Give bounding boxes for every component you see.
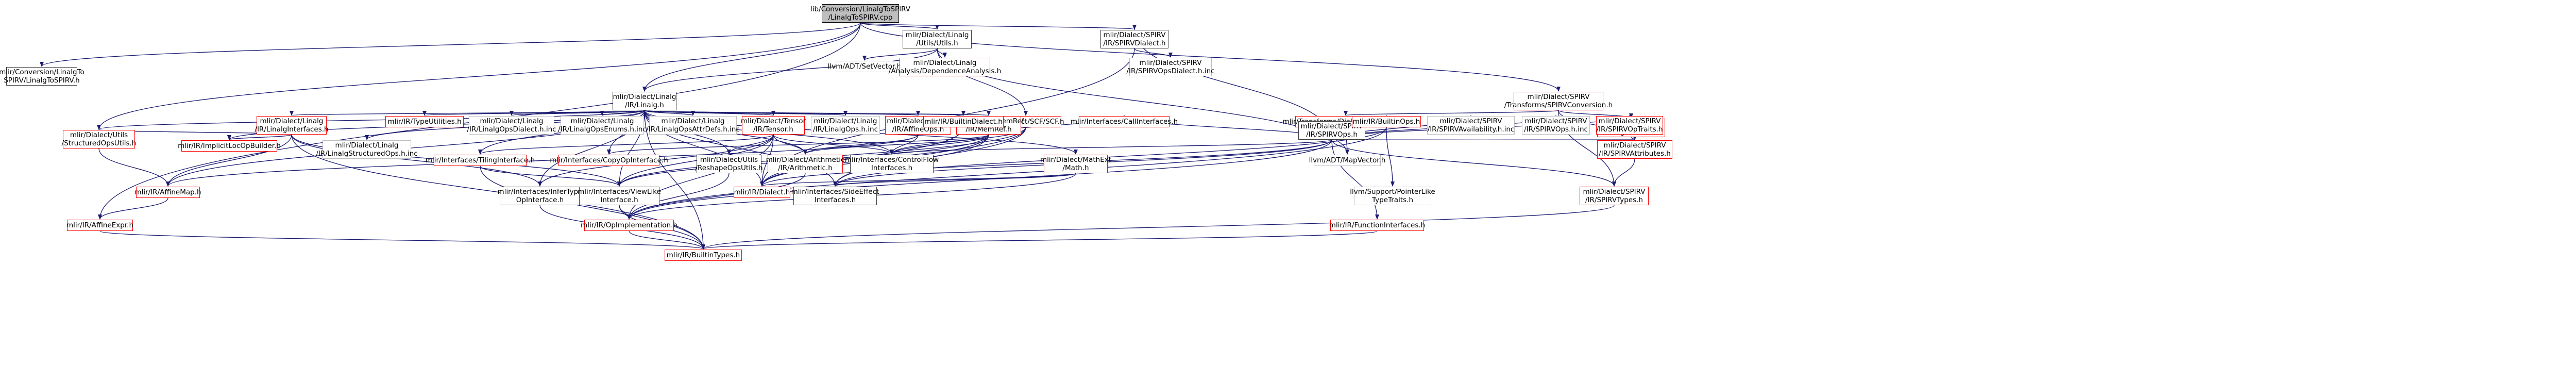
node-linalgtospirv-h[interactable]: mlir/Conversion/LinalgTo SPIRV/LinalgToS… [0, 67, 84, 86]
edge-node-arithmetic-h-to-node-opimplementation-h [627, 173, 806, 220]
node-builtintypes-h[interactable]: mlir/IR/BuiltinTypes.h [665, 250, 742, 261]
node-builtindialect-primary[interactable]: mlir/IR/BuiltinDialect.h [923, 116, 1004, 127]
node-pointerliketypetraits-h[interactable]: llvm/Support/PointerLike TypeTraits.h [1350, 187, 1435, 205]
edge-node-root-linalgtospirv-cpp-to-node-structured-opsutils-h [97, 22, 861, 130]
node-structured-opsutils-h[interactable]: mlir/Dialect/Utils /StructuredOpsUtils.h [61, 130, 137, 148]
edge-node-spirvops-h-to-node-controlflow-h [890, 139, 1332, 155]
node-spirv-ops-inc[interactable]: mlir/Dialect/SPIRV /IR/SPIRVOps.h.inc [1522, 116, 1590, 135]
node-implicitlocopbuilder-h[interactable]: mlir/IR/ImplicitLocOpBuilder.h [178, 140, 281, 152]
edge-node-root-linalgtospirv-cpp-to-node-spirv-dialect-h [860, 22, 1137, 30]
node-infertypeopinterface-h[interactable]: mlir/Interfaces/InferType OpInterface.h [497, 187, 583, 205]
node-copyopinterface-h[interactable]: mlir/Interfaces/CopyOpInterface.h [550, 155, 668, 166]
node-spirv-optraits-shown[interactable]: mlir/Dialect/SPIRV /IR/SPIRVOpTraits.h [1596, 116, 1663, 135]
node-linalg-ops-inc[interactable]: mlir/Dialect/Linalg /IR/LinalgOps.h.inc [811, 116, 880, 135]
node-spirv-availability-inc[interactable]: mlir/Dialect/SPIRV /IR/SPIRVAvailability… [1427, 116, 1515, 135]
node-arithmetic-h[interactable]: mlir/Dialect/Arithmetic /IR/Arithmetic.h [766, 155, 845, 173]
edge-node-tensor-h-to-node-reshapeopsutils-h [727, 134, 774, 155]
edge-node-linalg-utils-h-to-node-setvector-h [862, 48, 938, 61]
edge-node-spirvtypes-h-to-node-builtintypes-h [701, 205, 1615, 250]
node-linalg-opsenums-inc[interactable]: mlir/Dialect/Linalg /IR/LinalgOpsEnums.h… [558, 116, 647, 135]
edge-node-spirvattributes-h-to-node-spirvtypes-h [1612, 158, 1635, 187]
node-linalg-h[interactable]: mlir/Dialect/Linalg /IR/Linalg.h [613, 92, 676, 110]
edge-node-linalg-h-to-node-linalg-opsattrdefs-inc [644, 110, 695, 116]
edge-node-linalg-interfaces-h-to-node-infertypeopinterface-h [291, 134, 542, 187]
node-math-h[interactable]: mlir/Dialect/MathExt /Math.h [1040, 155, 1112, 173]
node-dialect-h[interactable]: mlir/IR/Dialect.h [734, 187, 790, 198]
node-spirv-conversion-h[interactable]: mlir/Dialect/SPIRV /Transforms/SPIRVConv… [1504, 92, 1613, 110]
edge-node-structured-opsutils-h-to-node-affinemap-h [98, 148, 170, 187]
node-root-linalgtospirv-cpp[interactable]: lib/Conversion/LinalgToSPIRV /LinalgToSP… [810, 4, 911, 23]
node-linalg-structured-ops-inc[interactable]: mlir/Dialect/Linalg /IR/LinalgStructured… [316, 140, 418, 159]
edge-node-reshapeopsutils-h-to-node-opimplementation-h [627, 173, 730, 220]
edge-node-builtinops-h-to-node-opimplementation-h [627, 127, 1387, 220]
edge-node-tensor-h-to-node-tilinginterface-h [478, 134, 774, 155]
edge-node-math-h-to-node-sideeffectinterfaces-h [833, 173, 1076, 187]
node-reshapeopsutils-h[interactable]: mlir/Dialect/Utils /ReshapeOpsUtils.h [695, 155, 763, 173]
node-linalg-utils-h[interactable]: mlir/Dialect/Linalg /Utils/Utils.h [903, 30, 972, 48]
node-linalg-opsattrdefs-inc[interactable]: mlir/Dialect/Linalg /IR/LinalgOpsAttrDef… [646, 116, 740, 135]
edge-node-viewlikeinterface-h-to-node-opimplementation-h [619, 205, 631, 220]
edge-node-tilinginterface-h-to-node-viewlikeinterface-h [480, 166, 621, 187]
edge-node-affinemap-h-to-node-affineexpr-h [98, 197, 168, 220]
edge-node-root-linalgtospirv-cpp-to-node-linalg-utils-h [860, 22, 939, 30]
edge-node-memref-primary-to-node-arithmetic-h [803, 134, 989, 155]
edge-node-linalg-interfaces-h-to-node-implicitlocopbuilder-h [227, 134, 292, 140]
node-affineexpr-h[interactable]: mlir/IR/AffineExpr.h [66, 220, 133, 231]
node-functioninterfaces-h[interactable]: mlir/IR/FunctionInterfaces.h [1329, 220, 1425, 231]
edge-node-affine-ops-h-to-node-affinemap-h [166, 134, 919, 187]
edge-node-linalg-h-to-node-linalg-opsdialect-inc-2 [510, 110, 645, 116]
edge-node-functioninterfaces-h-to-node-builtintypes-h [701, 230, 1378, 250]
edge-node-tensor-h-to-node-viewlikeinterface-h [617, 134, 774, 187]
edge-node-tilinginterface-h-to-node-builtintypes-h [480, 166, 705, 250]
edge-node-target-and-abi-h-to-node-spirvattributes-h [1631, 135, 1637, 140]
edge-node-spirvops-h-to-node-functioninterfaces-h [1331, 139, 1379, 220]
node-spirvattributes-h[interactable]: mlir/Dialect/SPIRV /IR/SPIRVAttributes.h [1597, 140, 1672, 159]
edge-node-linalg-h-to-node-builtindialect-primary [644, 110, 965, 116]
node-sideeffectinterfaces-h[interactable]: mlir/Interfaces/SideEffect Interfaces.h [791, 187, 879, 205]
node-linalg-opsdialect-inc-2[interactable]: mlir/Dialect/Linalg /IR/LinalgOpsDialect… [467, 116, 556, 135]
node-viewlikeinterface-h[interactable]: mlir/Interfaces/ViewLike Interface.h [578, 187, 661, 205]
edge-node-linalg-h-to-node-linalg-opsenums-inc [600, 110, 645, 116]
node-setvector-h[interactable]: llvm/ADT/SetVector.h [828, 61, 901, 72]
edge-node-math-h-to-node-dialect-h [760, 173, 1076, 187]
edge-node-linalg-interfaces-h-to-node-affinemap-h [166, 134, 292, 187]
edge-node-spirvops-h-to-node-spirvtypes-h [1331, 139, 1616, 187]
node-affinemap-h[interactable]: mlir/IR/AffineMap.h [134, 187, 201, 198]
node-spirv-ops-dialect-inc[interactable]: mlir/Dialect/SPIRV /IR/SPIRVOpsDialect.h… [1126, 58, 1215, 76]
edge-node-memref-primary-to-node-copyopinterface-h [607, 134, 989, 155]
edge-node-tensor-h-to-node-controlflow-h [773, 134, 894, 155]
edge-node-linalg-utils-h-to-node-linalg-h [642, 48, 938, 92]
edge-node-opimplementation-h-to-node-builtintypes-h [629, 230, 705, 250]
node-controlflow-h[interactable]: mlir/Interfaces/ControlFlow Interfaces.h [844, 155, 939, 173]
node-mapvector-h[interactable]: llvm/ADT/MapVector.h [1309, 155, 1385, 166]
edge-node-builtinops-h-to-node-pointerliketypetraits-h [1386, 127, 1395, 187]
node-spirv-dialect-h[interactable]: mlir/Dialect/SPIRV /IR/SPIRVDialect.h [1100, 30, 1168, 48]
node-spirvtypes-h[interactable]: mlir/Dialect/SPIRV /IR/SPIRVTypes.h [1580, 187, 1649, 205]
node-tensor-h[interactable]: mlir/Dialect/Tensor /IR/Tensor.h [740, 116, 806, 135]
edge-node-root-linalgtospirv-cpp-to-node-linalg-h [642, 22, 861, 92]
edge-node-spirv-conversion-h-to-node-dialect-conversion-h [1344, 110, 1559, 116]
node-dependence-analysis-h[interactable]: mlir/Dialect/Linalg /Analysis/Dependence… [888, 58, 1002, 76]
edge-node-linalg-interfaces-h-to-node-builtintypes-h [291, 134, 705, 250]
node-typeutilities-h[interactable]: mlir/IR/TypeUtilities.h [385, 116, 464, 127]
edge-node-root-linalgtospirv-cpp-to-node-linalgtospirv-h [40, 22, 861, 67]
node-tilinginterface-h[interactable]: mlir/Interfaces/TilingInterface.h [426, 155, 535, 166]
edge-node-spirvops-h-to-node-opimplementation-h [627, 139, 1332, 220]
node-callinterfaces-h[interactable]: mlir/Interfaces/CallInterfaces.h [1071, 116, 1178, 127]
node-builtinops-h[interactable]: mlir/IR/BuiltinOps.h [1352, 116, 1421, 127]
node-linalg-interfaces-h[interactable]: mlir/Dialect/Linalg /IR/LinalgInterfaces… [255, 116, 329, 135]
edge-node-spirv-dialect-h-to-node-spirv-ops-dialect-inc [1134, 48, 1173, 58]
edge-node-affineexpr-h-to-node-builtintypes-h [99, 230, 705, 250]
edge-node-linalg-h-to-node-builtintypes-h [644, 110, 705, 250]
node-opimplementation-h[interactable]: mlir/IR/OpImplementation.h [581, 220, 677, 231]
